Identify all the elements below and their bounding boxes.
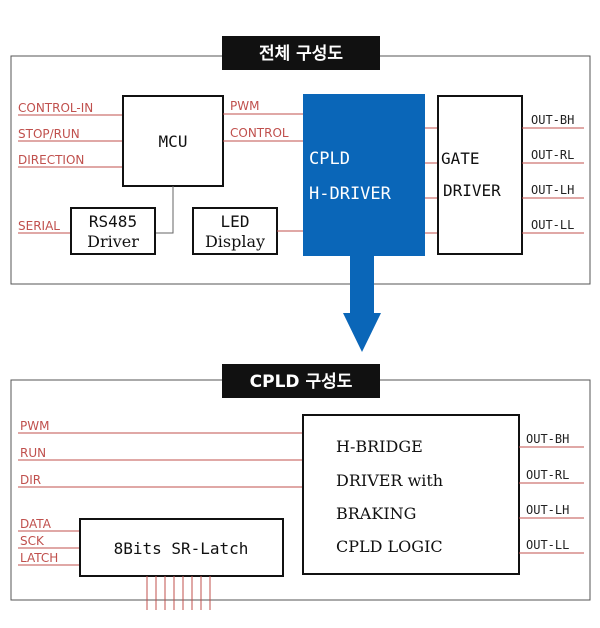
bottom-dir-label: DIR <box>20 473 41 487</box>
top-out-rl-label: OUT-RL <box>531 148 574 162</box>
h-driver-label: H-DRIVER <box>309 184 392 204</box>
mcu-rs485-wire <box>155 186 174 234</box>
cpld-h-driver-block <box>303 94 425 256</box>
rs485-label: RS485 <box>89 212 137 231</box>
logic-line-2: DRIVER with <box>336 471 443 490</box>
driver-label: DRIVER <box>443 181 501 200</box>
data-label: DATA <box>20 517 52 531</box>
latch-output-pins <box>146 576 211 610</box>
logic-line-4: CPLD LOGIC <box>336 537 443 556</box>
top-out-lh-label: OUT-LH <box>531 183 574 197</box>
top-out-ll-label: OUT-LL <box>531 218 574 232</box>
h-bridge-logic-block <box>302 414 520 575</box>
cpld-label: CPLD <box>309 149 350 169</box>
control-in-label: CONTROL-IN <box>18 101 93 115</box>
gate-driver-block <box>437 95 523 255</box>
direction-label: DIRECTION <box>18 153 84 167</box>
overall-title: 전체 구성도 <box>259 44 343 64</box>
cpld-title-badge <box>222 364 380 398</box>
overall-title-badge <box>222 36 380 70</box>
down-arrow-icon <box>343 256 381 352</box>
control-label: CONTROL <box>230 126 289 140</box>
sr-latch-label: 8Bits SR-Latch <box>114 539 249 558</box>
bottom-out-ll-label: OUT-LL <box>526 538 569 552</box>
mcu-block <box>122 95 224 187</box>
rs485-driver-block <box>70 207 156 255</box>
cpld-title: CPLD 구성도 <box>250 372 353 392</box>
sck-label: SCK <box>20 534 45 548</box>
mcu-label: MCU <box>159 132 188 151</box>
bottom-out-bh-label: OUT-BH <box>526 432 569 446</box>
pwm-label: PWM <box>230 99 259 113</box>
led-label: LED <box>221 212 250 231</box>
bottom-out-lh-label: OUT-LH <box>526 503 569 517</box>
bottom-run-label: RUN <box>20 446 46 460</box>
bottom-pwm-label: PWM <box>20 419 49 433</box>
led-display-label: Display <box>205 232 265 251</box>
serial-label: SERIAL <box>18 219 60 233</box>
logic-line-1: H-BRIDGE <box>336 437 423 456</box>
latch-label: LATCH <box>20 551 58 565</box>
bottom-out-rl-label: OUT-RL <box>526 468 569 482</box>
stop-run-label: STOP/RUN <box>18 127 80 141</box>
top-out-bh-label: OUT-BH <box>531 113 574 127</box>
logic-line-3: BRAKING <box>336 504 416 523</box>
rs485-driver-label: Driver <box>87 232 139 251</box>
sr-latch-block <box>79 518 284 577</box>
gate-label: GATE <box>441 149 480 168</box>
